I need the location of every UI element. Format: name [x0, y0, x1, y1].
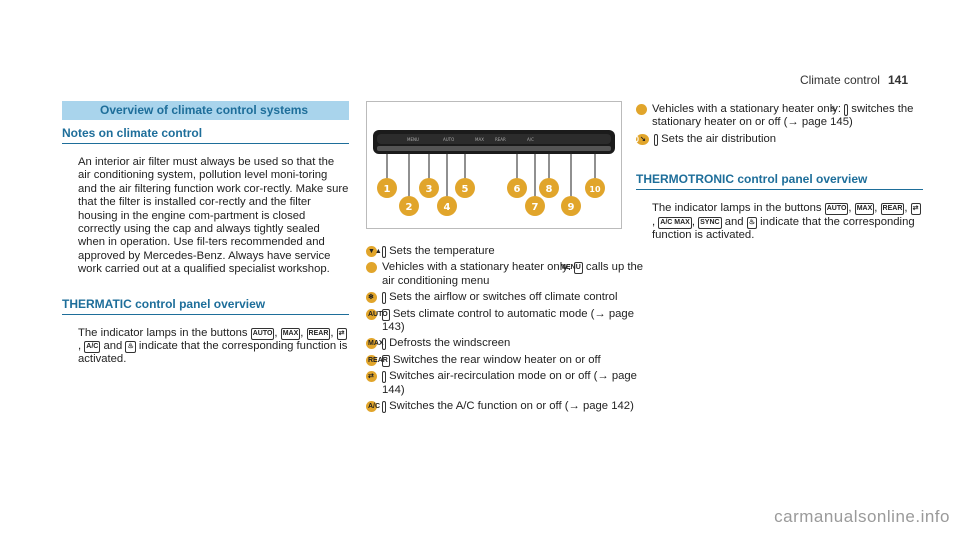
svg-text:3: 3 [426, 184, 433, 195]
column-left: Overview of climate control systems Note… [62, 101, 349, 367]
svg-text:7: 7 [532, 202, 539, 213]
thermatic-heading: THERMATIC control panel overview [62, 297, 349, 315]
max-defrost-key-icon: MAX [854, 203, 875, 216]
svg-text:10: 10 [589, 185, 601, 194]
section-band: Overview of climate control systems [62, 101, 349, 120]
svg-text:4: 4 [444, 202, 451, 213]
stationary-heater-key-icon: ♨ [125, 341, 136, 354]
svg-text:6: 6 [514, 184, 521, 195]
watermark: carmanualsonline.info [774, 507, 950, 526]
section-title: Climate control [799, 73, 880, 87]
notes-paragraph: An interior air filter must always be us… [78, 156, 349, 276]
airflow-key-icon: ❄ [368, 292, 386, 305]
ac-key-icon: A/C [84, 341, 101, 354]
svg-text:MENU: MENU [407, 137, 419, 142]
svg-text:AUTO: AUTO [443, 137, 454, 142]
auto-key-icon: AUTO [368, 308, 390, 321]
thermotronic-heading: THERMOTRONIC control panel overview [636, 172, 923, 191]
running-header: Climate control 141 [800, 73, 908, 87]
svg-text:A/C: A/C [527, 137, 534, 142]
legend-item-5: 5MAX Defrosts the windscreen [361, 337, 511, 351]
rear-heater-key-icon: REAR [306, 327, 331, 340]
ac-max-key-icon: A/C MAX [658, 216, 692, 229]
recirculation-key-icon: ⇄ [910, 203, 921, 216]
stationary-heater-key-icon: ♨ [746, 216, 757, 229]
recirculation-key-icon: ⇄ [368, 371, 386, 384]
air-distribution-key-icon: ↘ [640, 133, 658, 146]
notes-heading: Notes on climate control [62, 126, 349, 144]
legend-item-3: 3❄ Sets the airflow or switches off clim… [361, 291, 618, 305]
sync-key-icon: SYNC [698, 216, 722, 229]
svg-text:5: 5 [462, 184, 469, 195]
max-defrost-key-icon: MAX [280, 327, 301, 340]
thermotronic-paragraph: The indicator lamps in the buttons AUTO,… [652, 202, 921, 242]
rear-heater-key-icon: REAR [368, 354, 390, 367]
thermatic-paragraph: The indicator lamps in the buttons AUTO,… [78, 326, 348, 366]
svg-text:2: 2 [406, 202, 413, 213]
page-number: 141 [887, 73, 908, 87]
rear-heater-key-icon: REAR [880, 203, 905, 216]
menu-key-icon: MENU [560, 262, 583, 275]
auto-key-icon: AUTO [250, 327, 275, 340]
auto-key-icon: AUTO [824, 203, 849, 216]
legend-item-7: 7⇄ Switches air-recirculation mode on or… [361, 370, 637, 396]
svg-text:8: 8 [546, 184, 553, 195]
ac-key-icon: A/C [368, 401, 386, 414]
legend-item-1: 1▼▲ Sets the temperature [361, 245, 495, 258]
legend-item-8: 8A/C Switches the A/C function on or off… [361, 400, 634, 414]
svg-text:1: 1 [384, 184, 391, 195]
recirculation-key-icon: ⇄ [336, 327, 347, 340]
max-defrost-key-icon: MAX [368, 338, 386, 351]
svg-text:MAX: MAX [475, 137, 484, 142]
svg-text:REAR: REAR [495, 137, 506, 142]
legend-item-10: 10↘ Sets the air distribution [630, 132, 777, 146]
stationary-heater-key-icon: ♨ [830, 104, 849, 116]
temperature-key-icon: ▼▲ [368, 246, 386, 258]
svg-text:9: 9 [568, 202, 575, 213]
